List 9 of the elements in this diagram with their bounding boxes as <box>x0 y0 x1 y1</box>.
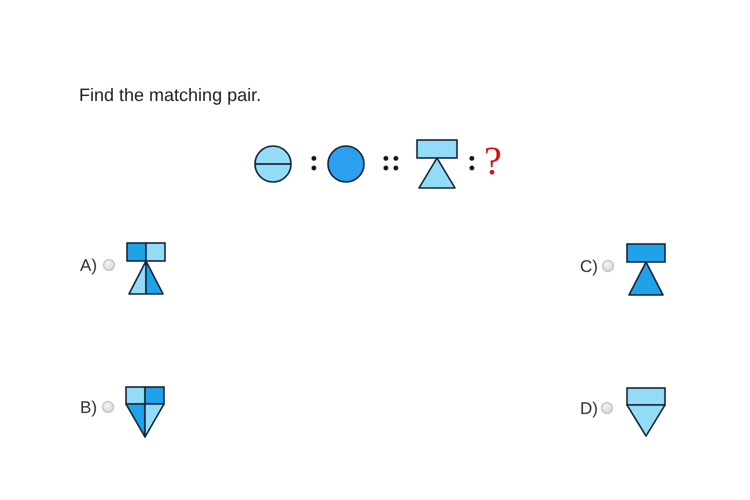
ratio-sign: : <box>467 146 477 176</box>
option-label: C) <box>580 258 598 275</box>
ratio-sign: : <box>309 146 319 176</box>
proportion-sign: :: <box>381 146 401 176</box>
option-label: D) <box>580 400 598 417</box>
option-label: B) <box>80 399 97 416</box>
option-label: A) <box>80 257 97 274</box>
question-mark: ? <box>484 141 502 181</box>
question-text: Find the matching pair. <box>79 86 262 104</box>
